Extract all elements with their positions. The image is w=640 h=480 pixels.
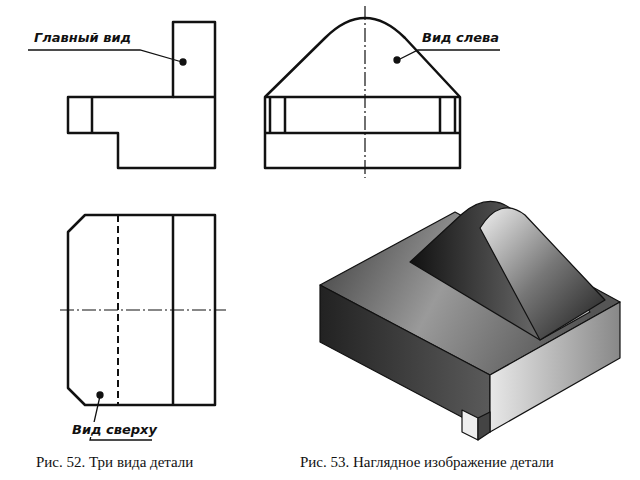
view-label: Вид слева — [420, 30, 501, 45]
figure-caption: Рис. 52. Три вида детали — [36, 454, 193, 471]
figure-caption: Рис. 53. Наглядное изображение детали — [300, 454, 554, 471]
view-label: Главный вид — [32, 30, 133, 45]
view-label: Вид сверху — [70, 422, 159, 437]
